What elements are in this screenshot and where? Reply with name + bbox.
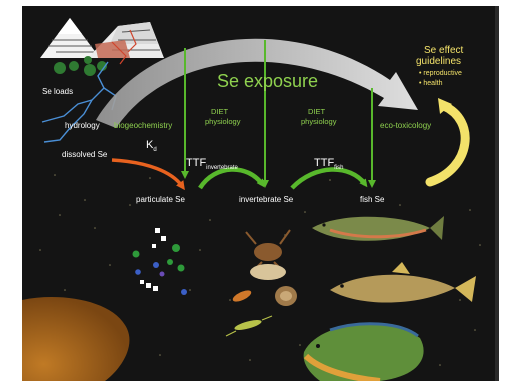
particulate-se-label: particulate Se: [136, 196, 185, 204]
biogeochemistry-label: biogeochemistry: [114, 122, 172, 130]
guideline-reproductive: • reproductive: [419, 70, 462, 77]
eco-toxicology-label: eco-toxicology: [380, 122, 431, 130]
ttf-fish-label: TTFfish: [314, 158, 344, 169]
guidelines-title-line2: guidelines: [416, 57, 461, 67]
diagram-title: Se exposure: [217, 72, 318, 90]
guidelines-title-line1: Se effect: [424, 46, 463, 56]
diet-label-2: DIET: [308, 108, 325, 116]
diet-label-1: DIET: [211, 108, 228, 116]
dissolved-se-label: dissolved Se: [62, 151, 107, 159]
se-loads-label: Se loads: [42, 88, 73, 96]
physiology-label-1: physiology: [205, 118, 240, 126]
physiology-label-2: physiology: [301, 118, 336, 126]
ttf-invertebrate-label: TTFinvertebrate: [186, 158, 238, 169]
fish-se-label: fish Se: [360, 196, 384, 204]
right-border: [495, 6, 499, 381]
guideline-health: • health: [419, 80, 442, 87]
invertebrate-se-label: invertebrate Se: [239, 196, 293, 204]
hydrology-label: hydrology: [65, 122, 100, 130]
kd-label: Kd: [146, 140, 157, 151]
